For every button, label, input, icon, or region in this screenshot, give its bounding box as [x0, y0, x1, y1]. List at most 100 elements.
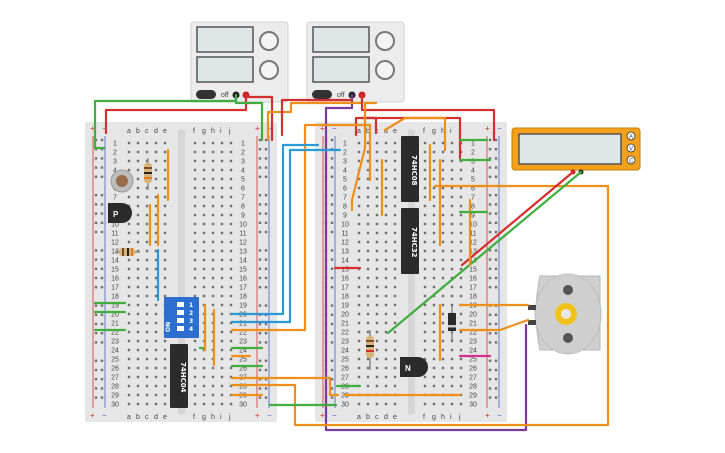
breadboard-hole[interactable]: [450, 204, 454, 208]
breadboard-hole[interactable]: [136, 321, 140, 325]
breadboard-hole[interactable]: [202, 366, 206, 370]
rail-hole[interactable]: [494, 148, 498, 151]
breadboard-hole[interactable]: [441, 204, 445, 208]
breadboard-hole[interactable]: [211, 150, 215, 154]
wire-green[interactable]: [386, 170, 583, 335]
breadboard-hole[interactable]: [136, 249, 140, 253]
breadboard-hole[interactable]: [154, 348, 158, 352]
breadboard-hole[interactable]: [423, 357, 427, 361]
rail-hole[interactable]: [488, 359, 492, 362]
breadboard-hole[interactable]: [136, 357, 140, 361]
breadboard-hole[interactable]: [450, 258, 454, 262]
breadboard-hole[interactable]: [127, 168, 131, 172]
breadboard-hole[interactable]: [393, 186, 397, 190]
breadboard-hole[interactable]: [393, 375, 397, 379]
breadboard-hole[interactable]: [211, 303, 215, 307]
breadboard-hole[interactable]: [193, 402, 197, 406]
rail-hole[interactable]: [330, 258, 334, 261]
wire-orange[interactable]: [458, 318, 530, 332]
breadboard-hole[interactable]: [393, 384, 397, 388]
breadboard-hole[interactable]: [423, 339, 427, 343]
breadboard-hole[interactable]: [220, 312, 224, 316]
breadboard-hole[interactable]: [384, 276, 388, 280]
rail-hole[interactable]: [100, 267, 104, 270]
rail-hole[interactable]: [264, 286, 268, 289]
breadboard-hole[interactable]: [393, 150, 397, 154]
breadboard-hole[interactable]: [154, 276, 158, 280]
rail-hole[interactable]: [264, 276, 268, 280]
rail-hole[interactable]: [264, 396, 268, 399]
rail-hole[interactable]: [494, 313, 498, 316]
breadboard-hole[interactable]: [220, 258, 224, 262]
breadboard-hole[interactable]: [375, 240, 379, 244]
breadboard-hole[interactable]: [193, 294, 197, 298]
rail-hole[interactable]: [264, 221, 268, 224]
breadboard-hole[interactable]: [193, 168, 197, 172]
breadboard-hole[interactable]: [127, 339, 131, 343]
breadboard-hole[interactable]: [220, 168, 224, 172]
breadboard-hole[interactable]: [229, 402, 233, 406]
rail-hole[interactable]: [330, 203, 334, 206]
rail-hole[interactable]: [330, 157, 334, 160]
breadboard-hole[interactable]: [393, 348, 397, 352]
breadboard-hole[interactable]: [432, 366, 436, 370]
rail-hole[interactable]: [258, 148, 262, 151]
breadboard-hole[interactable]: [432, 240, 436, 244]
breadboard-hole[interactable]: [357, 366, 361, 370]
breadboard-hole[interactable]: [393, 141, 397, 145]
breadboard-hole[interactable]: [202, 393, 206, 397]
breadboard-hole[interactable]: [136, 195, 140, 199]
breadboard-hole[interactable]: [441, 213, 445, 217]
breadboard-hole[interactable]: [136, 276, 140, 280]
breadboard-hole[interactable]: [384, 321, 388, 325]
breadboard-hole[interactable]: [163, 339, 167, 343]
breadboard-hole[interactable]: [211, 249, 215, 253]
breadboard-hole[interactable]: [127, 159, 131, 163]
breadboard-hole[interactable]: [393, 195, 397, 199]
breadboard-hole[interactable]: [357, 330, 361, 334]
breadboard-hole[interactable]: [163, 249, 167, 253]
breadboard-hole[interactable]: [127, 258, 131, 262]
rail-hole[interactable]: [330, 286, 334, 289]
breadboard-hole[interactable]: [127, 348, 131, 352]
rail-hole[interactable]: [488, 148, 492, 151]
breadboard-hole[interactable]: [366, 249, 370, 253]
rail-hole[interactable]: [494, 212, 498, 215]
breadboard-hole[interactable]: [450, 186, 454, 190]
breadboard-hole[interactable]: [220, 294, 224, 298]
breadboard-hole[interactable]: [127, 285, 131, 289]
breadboard-hole[interactable]: [432, 195, 436, 199]
breadboard-hole[interactable]: [450, 222, 454, 226]
rail-hole[interactable]: [264, 341, 268, 344]
transistor-npn[interactable]: N: [400, 357, 428, 377]
rail-hole[interactable]: [100, 221, 104, 224]
breadboard-hole[interactable]: [423, 204, 427, 208]
breadboard-hole[interactable]: [432, 303, 436, 307]
breadboard-hole[interactable]: [220, 186, 224, 190]
breadboard-hole[interactable]: [357, 186, 361, 190]
breadboard-hole[interactable]: [450, 294, 454, 298]
breadboard-hole[interactable]: [229, 258, 233, 262]
breadboard-hole[interactable]: [136, 375, 140, 379]
rail-hole[interactable]: [94, 230, 98, 234]
breadboard-hole[interactable]: [163, 285, 167, 289]
breadboard-hole[interactable]: [357, 402, 361, 406]
power-switch[interactable]: [196, 90, 216, 99]
breadboard-hole[interactable]: [366, 222, 370, 226]
breadboard-hole[interactable]: [459, 231, 463, 235]
breadboard-hole[interactable]: [202, 267, 206, 271]
breadboard-hole[interactable]: [211, 366, 215, 370]
breadboard-hole[interactable]: [220, 303, 224, 307]
breadboard-hole[interactable]: [202, 402, 206, 406]
rail-hole[interactable]: [330, 313, 334, 316]
breadboard-hole[interactable]: [450, 195, 454, 199]
breadboard-hole[interactable]: [163, 258, 167, 262]
breadboard-hole[interactable]: [357, 240, 361, 244]
breadboard-hole[interactable]: [375, 213, 379, 217]
breadboard-hole[interactable]: [229, 330, 233, 334]
breadboard-hole[interactable]: [375, 366, 379, 370]
breadboard-hole[interactable]: [357, 204, 361, 208]
breadboard-hole[interactable]: [366, 240, 370, 244]
breadboard-hole[interactable]: [145, 141, 149, 145]
rail-hole[interactable]: [488, 203, 492, 206]
